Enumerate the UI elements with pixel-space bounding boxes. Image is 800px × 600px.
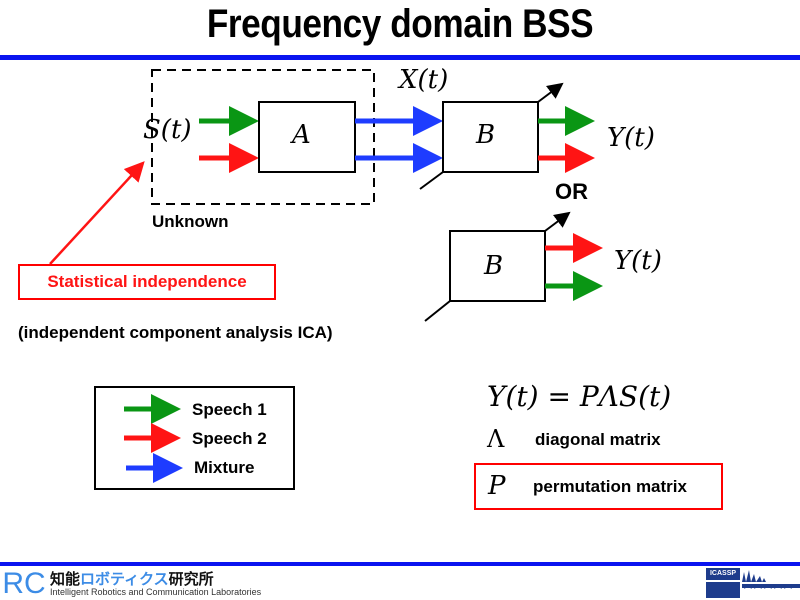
adjust-arrow-b	[419, 171, 444, 190]
unknown-label: Unknown	[152, 212, 229, 231]
mixing-block-a	[258, 101, 356, 173]
lambda-symbol: Λ	[487, 425, 505, 453]
independence-arrow	[49, 161, 145, 265]
mixing-block-label: A	[292, 120, 311, 150]
source-signal-label: S(t)	[143, 115, 192, 145]
icassp-date-badge	[706, 582, 740, 598]
lambda-description: diagonal matrix	[535, 430, 661, 449]
permutation-box: P permutation matrix	[474, 463, 723, 510]
independence-box: Statistical independence	[18, 264, 276, 300]
irc-english-name: Intelligent Robotics and Communication L…	[50, 587, 262, 597]
p-description: permutation matrix	[533, 477, 687, 496]
irc-japanese-name: 知能ロボティクス研究所	[50, 571, 214, 588]
prague-skyline-icon	[742, 570, 800, 589]
p-symbol: P	[488, 471, 506, 501]
irc-abbrev: IRC	[0, 567, 46, 600]
unknown-region	[151, 69, 375, 205]
legend-item-mixture: Mixture	[194, 458, 255, 477]
equation-formula: Y(t) = PΛS(t)	[487, 380, 672, 413]
legend-item-speech2: Speech 2	[192, 429, 267, 448]
title-divider	[0, 55, 800, 60]
ica-label: (independent component analysis ICA)	[18, 323, 333, 342]
footer-divider	[0, 562, 800, 566]
icassp-badge: ICASSP	[706, 568, 740, 580]
separation-block-label: B	[476, 120, 496, 150]
slide-title: Frequency domain BSS	[206, 2, 594, 46]
output-signal-label: Y(t)	[607, 123, 655, 153]
legend-item-speech1: Speech 1	[192, 400, 267, 419]
independence-label: Statistical independence	[47, 272, 247, 291]
alt-separation-block-label: B	[484, 251, 504, 281]
mixture-signal-label: X(t)	[399, 65, 449, 95]
or-label: OR	[555, 179, 588, 204]
legend-box: Speech 1 Speech 2 Mixture	[94, 386, 295, 490]
icassp-logo: ICASSP	[706, 568, 800, 599]
alt-adjust-arrow	[544, 211, 571, 232]
separation-block-b	[442, 101, 539, 173]
alt-separation-block-b	[449, 230, 546, 302]
alt-output-signal-label: Y(t)	[614, 246, 662, 276]
